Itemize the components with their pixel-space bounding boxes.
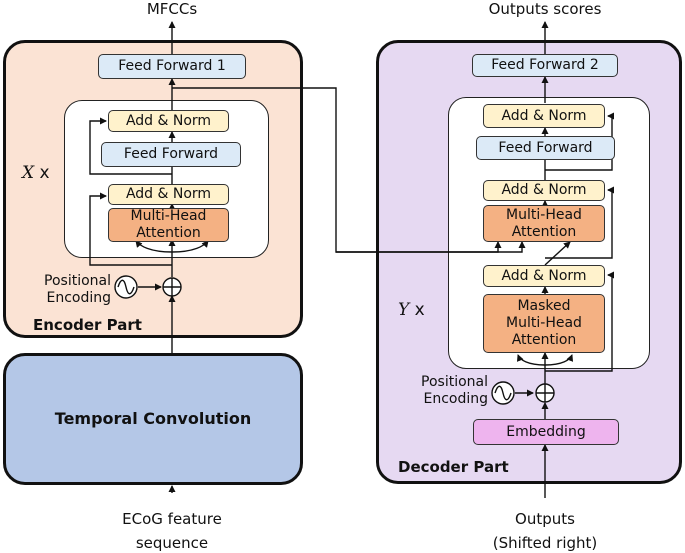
encoder-repeat-label: X x (22, 163, 50, 183)
encoder-repeat-times: x (39, 163, 50, 183)
decoder-masked-line3: Attention (511, 332, 577, 348)
encoder-attention-line2: Attention (136, 225, 201, 241)
decoder-positional-encoding-icon (491, 381, 515, 405)
encoder-add-norm-bottom: Add & Norm (108, 184, 229, 205)
encoder-feed-forward-1: Feed Forward 1 (98, 54, 246, 79)
encoder-multi-head-attention: Multi-Head Attention (108, 208, 229, 242)
encoder-feed-forward: Feed Forward (101, 142, 241, 167)
encoder-positional-encoding-label: Positional Encoding (33, 273, 111, 307)
encoder-output-label: MFCCs (146, 0, 198, 18)
encoder-pos-enc-line1: Positional (44, 273, 111, 289)
decoder-masked-line1: Masked (517, 298, 571, 314)
decoder-add-norm-3: Add & Norm (483, 265, 605, 287)
temporal-convolution-label: Temporal Convolution (54, 409, 252, 428)
decoder-positional-encoding-label: Positional Encoding (405, 374, 488, 408)
decoder-input-label: Outputs (Shifted right) (455, 507, 635, 553)
encoder-adder-icon (162, 277, 182, 297)
encoder-pos-enc-line2: Encoding (46, 290, 111, 306)
decoder-multi-head-attention: Multi-Head Attention (483, 205, 605, 242)
encoder-add-norm-top: Add & Norm (108, 110, 229, 132)
encoder-repeat-var: X (22, 163, 35, 183)
decoder-repeat-times: x (414, 300, 425, 320)
encoder-input-line2: sequence (135, 534, 209, 552)
temporal-convolution-block (3, 353, 303, 485)
decoder-input-line1: Outputs (515, 510, 575, 528)
decoder-masked-line2: Multi-Head (506, 315, 582, 331)
decoder-repeat-var: Y (398, 300, 410, 320)
decoder-feed-forward-2: Feed Forward 2 (472, 54, 618, 77)
encoder-attention-line1: Multi-Head (130, 208, 207, 224)
encoder-section-label: Encoder Part (33, 316, 142, 334)
decoder-masked-multi-head-attention: Masked Multi-Head Attention (483, 294, 605, 353)
decoder-feed-forward: Feed Forward (476, 136, 615, 160)
decoder-input-line2: (Shifted right) (492, 534, 598, 552)
decoder-pos-enc-line1: Positional (421, 374, 488, 390)
decoder-pos-enc-line2: Encoding (423, 391, 488, 407)
decoder-output-label: Outputs scores (488, 0, 602, 18)
encoder-input-line1: ECoG feature (122, 510, 222, 528)
decoder-add-norm-1: Add & Norm (483, 104, 605, 128)
decoder-adder-icon (535, 383, 555, 403)
decoder-repeat-label: Y x (398, 300, 425, 320)
encoder-positional-encoding-icon (114, 275, 138, 299)
decoder-add-norm-2: Add & Norm (483, 180, 605, 201)
encoder-input-label: ECoG feature sequence (92, 507, 252, 553)
decoder-cross-attention-line2: Attention (511, 223, 577, 240)
decoder-embedding: Embedding (473, 419, 619, 445)
decoder-cross-attention-line1: Multi-Head (506, 206, 582, 223)
decoder-section-label: Decoder Part (398, 458, 509, 476)
